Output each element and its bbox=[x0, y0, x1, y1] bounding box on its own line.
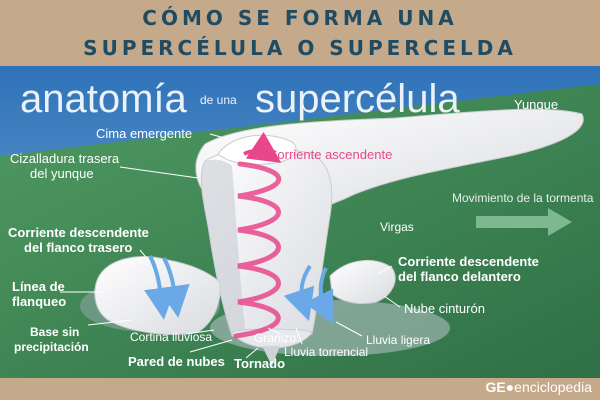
heading-de-una: de una bbox=[200, 93, 237, 107]
forward-flank-downdraft-arrows bbox=[283, 264, 334, 325]
globe-icon: ● bbox=[505, 379, 515, 395]
heading-supercelula: supercélula bbox=[255, 77, 460, 121]
storm-motion-arrow bbox=[476, 208, 572, 236]
label-descendente-trasero-1: Corriente descendente bbox=[8, 225, 149, 240]
title-line-2: SUPERCÉLULA O SUPERCELDA bbox=[83, 36, 517, 60]
title-banner: CÓMO SE FORMA UNA SUPERCÉLULA O SUPERCEL… bbox=[0, 0, 600, 66]
label-virgas: Virgas bbox=[380, 220, 414, 234]
label-pared-nubes: Pared de nubes bbox=[128, 354, 225, 369]
label-yunque: Yunque bbox=[514, 97, 558, 112]
label-corriente-ascendente: Corriente ascendente bbox=[268, 147, 392, 162]
label-cortina-lluviosa: Cortina lluviosa bbox=[130, 330, 212, 344]
supercell-diagram: anatomía de una supercélula Yunque bbox=[0, 66, 600, 378]
leader-lines bbox=[60, 133, 401, 359]
label-lluvia-ligera: Lluvia ligera bbox=[366, 333, 430, 347]
label-linea-flanqueo-2: flanqueo bbox=[12, 294, 66, 309]
brand-logo: GE●enciclopedia bbox=[485, 379, 592, 395]
label-cima-emergente: Cima emergente bbox=[96, 126, 192, 141]
label-descendente-trasero-2: del flanco trasero bbox=[24, 240, 132, 255]
title-line-1: CÓMO SE FORMA UNA bbox=[142, 6, 458, 30]
diagram-svg: anatomía de una supercélula Yunque bbox=[0, 66, 600, 378]
label-base-1: Base sin bbox=[30, 325, 79, 339]
label-lluvia-torrencial: Lluvia torrencial bbox=[284, 345, 368, 359]
label-movimiento-tormenta: Movimiento de la tormenta bbox=[452, 191, 594, 205]
label-descendente-delantero-1: Corriente descendente bbox=[398, 254, 539, 269]
tower-shadow bbox=[201, 159, 246, 338]
brand-geo: GE bbox=[485, 379, 506, 395]
brand-enciclopedia: enciclopedia bbox=[514, 379, 592, 395]
label-base-2: precipitación bbox=[14, 340, 89, 354]
footer-band: GE●enciclopedia bbox=[0, 378, 600, 400]
updraft-spiral bbox=[233, 131, 282, 339]
label-cizalladura-2: del yunque bbox=[30, 166, 94, 181]
label-cizalladura-1: Cizalladura trasera bbox=[10, 151, 120, 166]
heading-anatomia: anatomía bbox=[20, 77, 188, 121]
label-nube-cinturon: Nube cinturón bbox=[404, 301, 485, 316]
label-granizo: Granizo bbox=[254, 331, 296, 345]
tornado-funnel bbox=[262, 346, 280, 366]
label-linea-flanqueo-1: Línea de bbox=[12, 279, 65, 294]
label-descendente-delantero-2: del flanco delantero bbox=[398, 269, 521, 284]
rear-flank-downdraft-arrows bbox=[144, 255, 190, 320]
belt-cloud bbox=[329, 259, 396, 305]
label-tornado: Tornado bbox=[234, 356, 285, 371]
